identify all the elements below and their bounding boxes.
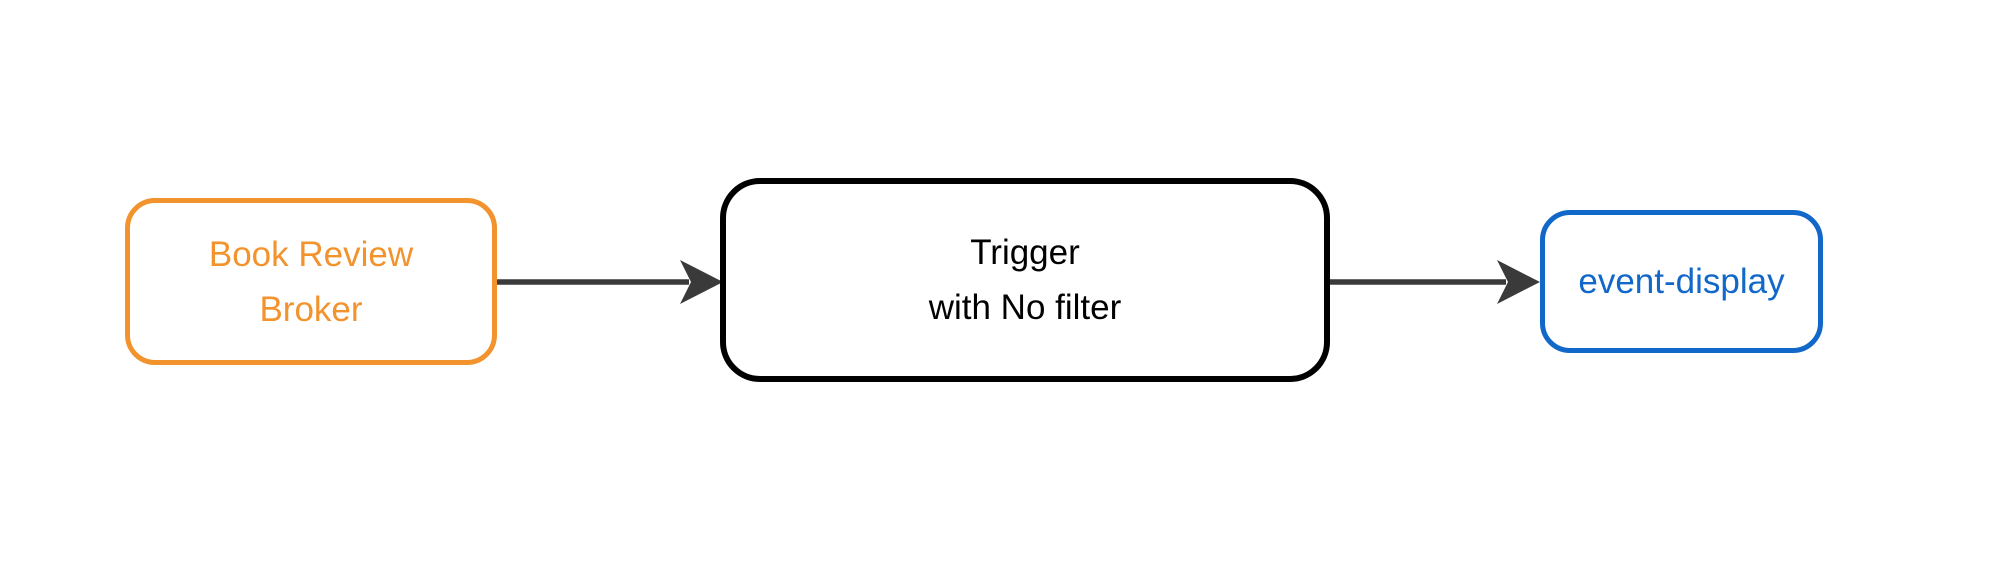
node-label-line: Broker bbox=[259, 289, 363, 329]
node-book-review-broker[interactable]: Book Review Broker bbox=[125, 198, 497, 365]
arrowhead-icon bbox=[680, 260, 723, 304]
node-label-line: Book Review bbox=[208, 234, 414, 274]
node-label-line: Trigger bbox=[970, 233, 1080, 272]
edge-trigger-to-event-display bbox=[1330, 260, 1540, 304]
node-label-line: with No filter bbox=[928, 288, 1122, 327]
node-event-display[interactable]: event-display bbox=[1540, 210, 1823, 353]
arrowhead-icon bbox=[1497, 260, 1540, 304]
node-trigger-with-no-filter[interactable]: Trigger with No filter bbox=[720, 178, 1330, 382]
edge-broker-to-trigger bbox=[497, 260, 723, 304]
node-label-line: event-display bbox=[1578, 262, 1785, 301]
